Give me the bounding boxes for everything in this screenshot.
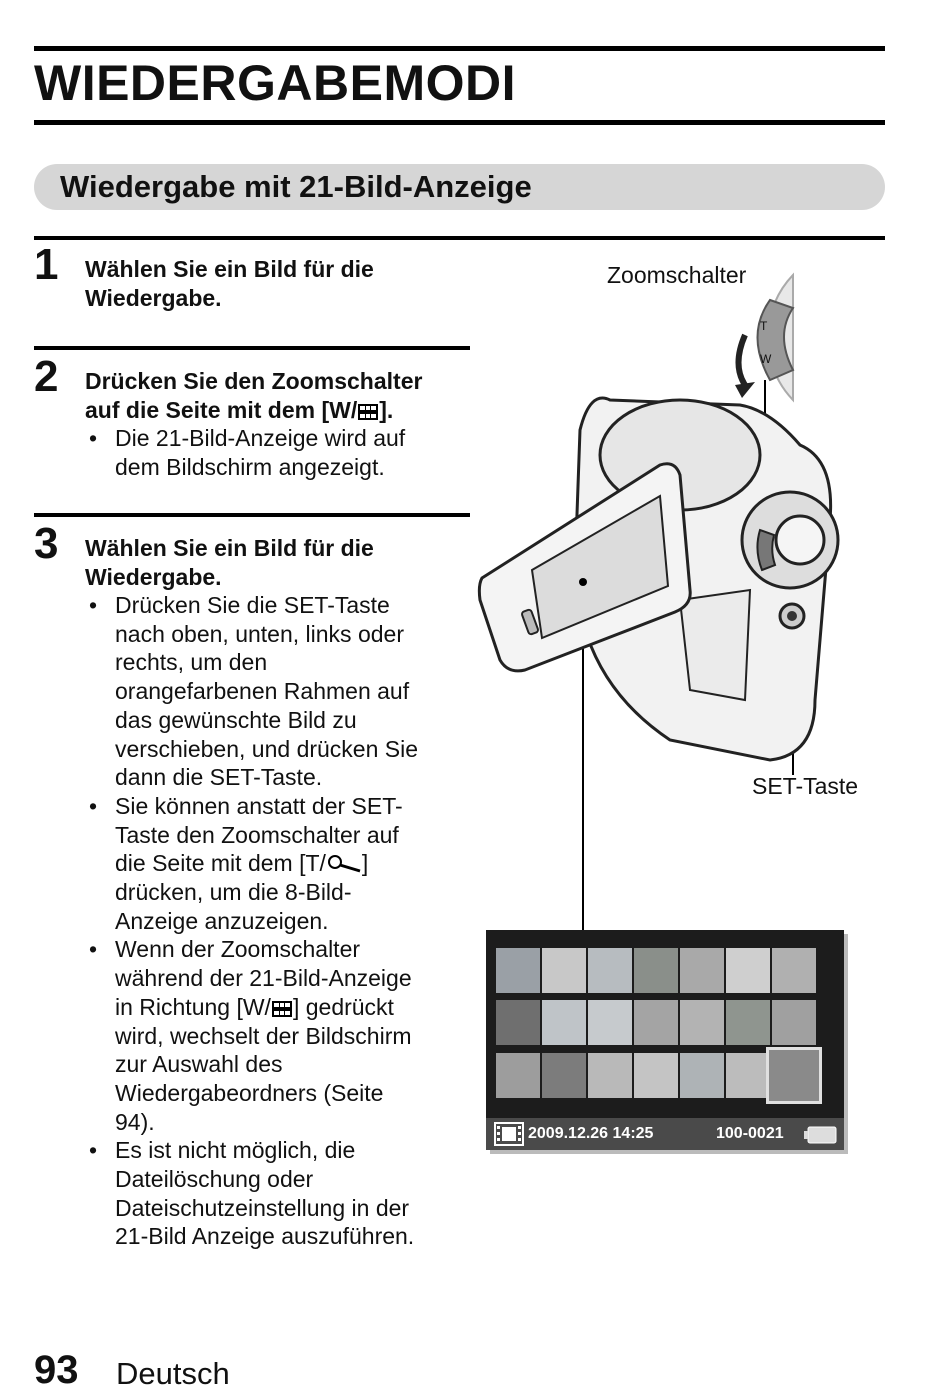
thumbnail[interactable]	[772, 1000, 816, 1045]
step-3-bullet-3a: Wenn der Zoomschalter während der 21-Bil…	[115, 936, 412, 1020]
thumbnail[interactable]	[634, 1053, 678, 1098]
thumbnail[interactable]	[726, 948, 770, 993]
section-title: Wiedergabe mit 21-Bild-Anzeige	[60, 169, 532, 204]
multi-grid-icon	[271, 1000, 292, 1017]
step-3-bullet-3b: ] gedrückt wird, wechselt der Bildschirm…	[115, 993, 412, 1135]
zoom-switch-label: Zoomschalter	[607, 262, 747, 288]
section-banner: Wiedergabe mit 21-Bild-Anzeige	[34, 164, 885, 210]
thumbnail[interactable]	[542, 948, 586, 993]
thumbnail[interactable]	[496, 948, 540, 993]
title-rule-bottom	[34, 120, 885, 125]
thumbnail[interactable]	[726, 1000, 770, 1045]
thumbnail[interactable]	[588, 1053, 632, 1098]
thumbnail[interactable]	[634, 1000, 678, 1045]
screen-point	[579, 578, 587, 586]
page-number: 93	[34, 1348, 79, 1392]
step-3-bullets: Drücken Sie die SET-Taste nach oben, unt…	[85, 591, 418, 1251]
thumbnail[interactable]	[588, 1000, 632, 1045]
thumbnail[interactable]	[542, 1000, 586, 1045]
step3-rule	[34, 513, 470, 517]
step-2-bullet-1: Die 21-Bild-Anzeige wird auf dem Bildsch…	[85, 424, 455, 481]
thumbnail[interactable]	[726, 1053, 770, 1098]
step1-rule	[34, 236, 885, 240]
screen-datetime: 2009.12.26 14:25	[528, 1125, 654, 1142]
thumbnail[interactable]	[680, 948, 724, 993]
lcd-screen	[477, 462, 692, 673]
step-3-bullet-2a: Sie können anstatt der SET-Taste den Zoo…	[115, 792, 403, 877]
step-2-number: 2	[34, 352, 59, 401]
step-3-number: 3	[34, 519, 59, 568]
step-2-heading-b: ].	[379, 397, 394, 423]
thumbnail[interactable]	[496, 1000, 540, 1045]
screen-status-bar: 2009.12.26 14:25 100-0021	[486, 1118, 844, 1150]
footer-language: Deutsch	[116, 1356, 230, 1391]
thumbnail[interactable]	[772, 948, 816, 993]
zoom-t-label: T	[760, 319, 768, 333]
battery-icon	[804, 1126, 837, 1144]
thumbnail[interactable]	[542, 1053, 586, 1098]
zoom-switch-inset: T W	[735, 272, 795, 403]
step-3-bullet-2: Sie können anstatt der SET-Taste den Zoo…	[85, 792, 425, 936]
page-title: WIEDERGABEMODI	[34, 55, 516, 111]
thumbnail-screen	[486, 930, 844, 1150]
thumbnail[interactable]	[588, 948, 632, 993]
camera-illustration: T W	[477, 272, 840, 930]
step-2-heading-a: Drücken Sie den Zoomschalter auf die Sei…	[85, 368, 423, 423]
set-button-label: SET-Taste	[752, 773, 859, 799]
step-2-bullets: Die 21-Bild-Anzeige wird auf dem Bildsch…	[85, 424, 455, 481]
thumbnail[interactable]	[680, 1053, 724, 1098]
thumbnail[interactable]	[680, 1000, 724, 1045]
step-2-heading: Drücken Sie den Zoomschalter auf die Sei…	[85, 367, 460, 425]
step-3-heading: Wählen Sie ein Bild für die Wiedergabe.	[85, 535, 374, 590]
step-3-bullet-1: Drücken Sie die SET-Taste nach oben, unt…	[85, 591, 425, 792]
screen-file-number: 100-0021	[716, 1125, 784, 1142]
thumbnail[interactable]	[634, 948, 678, 993]
step-3-bullet-2b: ] drücken, um die 8-Bild-Anzeige anzuzei…	[115, 850, 369, 934]
zoom-w-label: W	[760, 352, 772, 366]
step-1-number: 1	[34, 240, 59, 289]
magnifier-icon	[327, 855, 361, 873]
title-rule-top	[34, 46, 885, 51]
film-icon	[494, 1122, 524, 1146]
thumbnail-selected[interactable]	[766, 1047, 822, 1104]
multi-grid-icon	[358, 404, 379, 420]
step2-rule	[34, 346, 470, 350]
thumbnail[interactable]	[496, 1053, 540, 1098]
step-1-heading: Wählen Sie ein Bild für die Wiedergabe.	[85, 256, 374, 311]
step-3-bullet-3: Wenn der Zoomschalter während der 21-Bil…	[85, 935, 425, 1136]
step-3-bullet-4: Es ist nicht möglich, die Dateilöschung …	[85, 1136, 425, 1251]
